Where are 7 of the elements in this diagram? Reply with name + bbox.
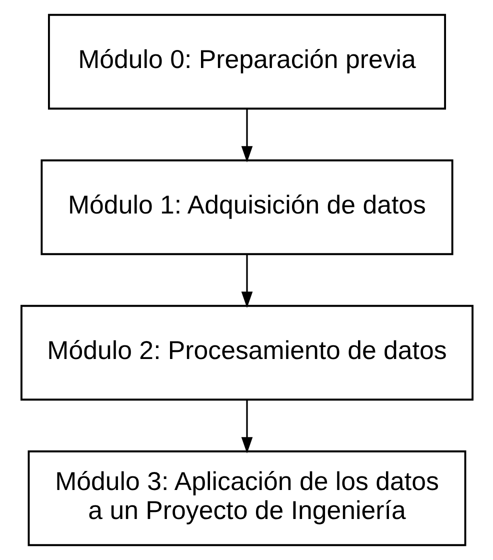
node-box: Módulo 1: Adquisición de datos: [40, 159, 453, 256]
node-box: Módulo 2: Procesamiento de datos: [20, 304, 473, 401]
arrow: [240, 109, 252, 162]
node-box: Módulo 0: Preparación previa: [47, 14, 446, 110]
arrow: [240, 254, 252, 308]
node-box: Módulo 3: Aplicación de los datos a un Proyecto de Ingeniería: [27, 450, 466, 546]
arrow: [240, 400, 252, 454]
